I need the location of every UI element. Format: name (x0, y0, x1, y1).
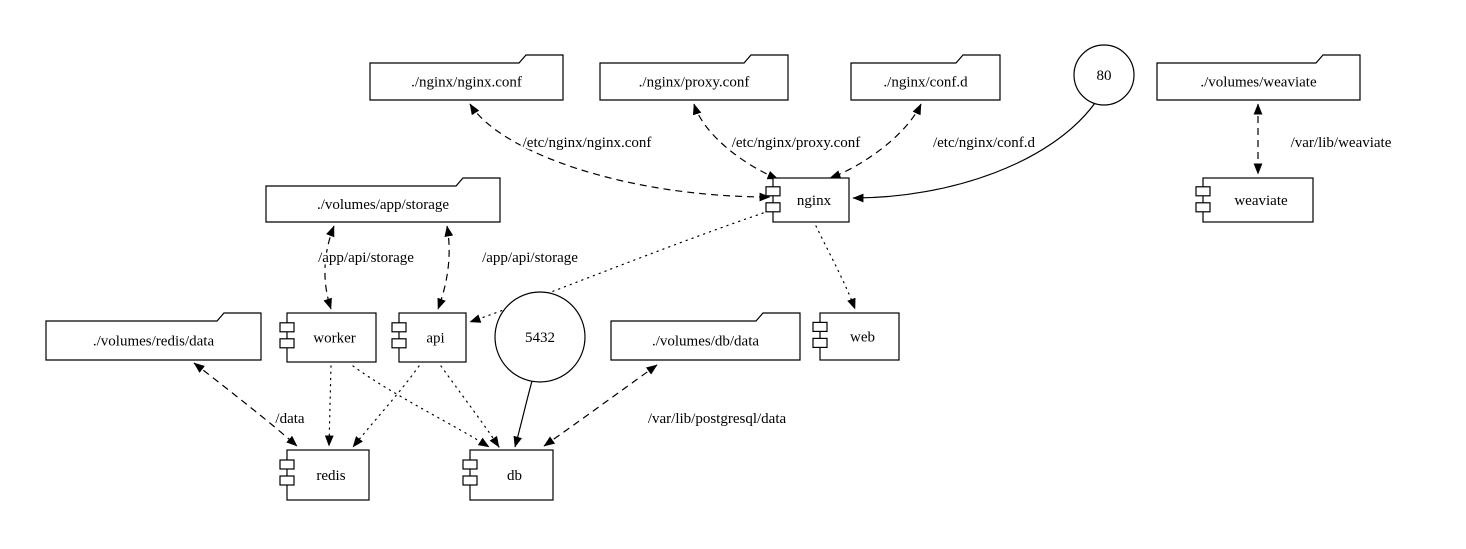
node-label-redis: redis (316, 468, 345, 484)
port-circle-shape (494, 291, 586, 383)
node-label-api: api (426, 331, 444, 347)
component-shape (772, 177, 850, 223)
folder-shape (850, 54, 1001, 101)
node-label-conf_d_dir: ./nginx/conf.d (883, 75, 968, 91)
edge-label-nginx-proxy_conf_file: /etc/nginx/proxy.conf (732, 135, 861, 151)
edge-nginx-conf_d_dir (829, 103, 922, 179)
edge-label-nginx-conf_d_dir: /etc/nginx/conf.d (933, 135, 1036, 151)
component-tab-icon (765, 186, 781, 197)
node-label-nginx_conf_file: ./nginx/nginx.conf (411, 75, 522, 91)
component-tab-icon (279, 338, 295, 349)
edge-nginx-web (815, 225, 856, 310)
component-shape (1202, 177, 1314, 223)
node-web: web (812, 312, 900, 361)
node-layer: ./nginx/nginx.conf ./nginx/proxy.conf ./ng… (45, 44, 1361, 501)
edge-label-layer: /etc/nginx/nginx.conf/etc/nginx/proxy.co… (273, 133, 1394, 430)
edge-nginx-api (469, 210, 770, 323)
component-tab-icon (279, 459, 295, 470)
node-port_5432: 5432 (494, 291, 586, 383)
node-label-volumes_app_storage: ./volumes/app/storage (317, 197, 449, 213)
node-label-db: db (507, 468, 522, 484)
node-label-worker: worker (313, 331, 355, 347)
node-label-port_5432: 5432 (525, 330, 555, 346)
component-tab-icon (391, 338, 407, 349)
component-shape (469, 449, 554, 501)
node-label-web: web (850, 330, 875, 346)
edge-port_5432-db (513, 380, 533, 448)
component-tab-icon (462, 475, 478, 486)
node-redis: redis (279, 449, 370, 501)
edge-worker-db (352, 365, 490, 448)
node-nginx: nginx (765, 177, 850, 223)
component-tab-icon (391, 322, 407, 333)
node-label-weaviate: weaviate (1234, 193, 1288, 209)
component-tab-icon (462, 459, 478, 470)
edge-label-worker-volumes_app_storage: /app/api/storage (318, 250, 414, 266)
component-shape (819, 312, 900, 361)
node-label-nginx: nginx (797, 193, 832, 209)
edge-label-api-volumes_app_storage: /app/api/storage (482, 250, 578, 266)
edge-nginx-nginx_conf_file (469, 103, 771, 202)
component-shape (286, 449, 370, 501)
node-volumes_db_data: ./volumes/db/data (610, 312, 801, 361)
component-tab-icon (812, 337, 828, 348)
node-label-port_80: 80 (1097, 68, 1112, 84)
folder-shape (265, 177, 501, 223)
node-label-volumes_db_data: ./volumes/db/data (652, 334, 759, 350)
node-port_80: 80 (1073, 44, 1135, 106)
edge-label-db-volumes_db_data: /var/lib/postgresql/data (648, 411, 787, 427)
folder-shape (610, 312, 801, 361)
node-label-proxy_conf_file: ./nginx/proxy.conf (639, 75, 750, 91)
node-db: db (462, 449, 554, 501)
node-nginx_conf_file: ./nginx/nginx.conf (369, 54, 564, 101)
edge-label-weaviate-volumes_weaviate: /var/lib/weaviate (1291, 135, 1392, 151)
component-shape (286, 312, 377, 363)
edge-api-db (440, 365, 500, 448)
node-worker: worker (279, 312, 377, 363)
folder-shape (369, 54, 564, 101)
node-volumes_redis_data: ./volumes/redis/data (45, 312, 262, 361)
folder-shape (1156, 54, 1361, 101)
edge-label-nginx-nginx_conf_file: /etc/nginx/nginx.conf (523, 135, 652, 151)
node-weaviate: weaviate (1195, 177, 1314, 223)
edge-db-volumes_db_data (543, 364, 658, 447)
edge-worker-redis (324, 365, 334, 447)
component-tab-icon (1195, 186, 1211, 197)
edge-label-redis-volumes_redis_data: /data (275, 411, 304, 427)
folder-shape (45, 312, 262, 361)
edge-redis-volumes_redis_data (193, 362, 298, 447)
edge-port_80-nginx (852, 102, 1096, 203)
component-tab-icon (812, 321, 828, 332)
component-shape (398, 312, 467, 363)
folder-shape (599, 54, 789, 101)
edge-api-redis (352, 365, 420, 448)
node-label-volumes_weaviate: ./volumes/weaviate (1200, 75, 1317, 91)
component-tab-icon (279, 322, 295, 333)
node-conf_d_dir: ./nginx/conf.d (850, 54, 1001, 101)
edge-worker-volumes_app_storage (323, 225, 335, 310)
edge-api-volumes_app_storage (437, 225, 454, 310)
node-label-volumes_redis_data: ./volumes/redis/data (93, 334, 215, 350)
component-tab-icon (279, 475, 295, 486)
component-tab-icon (1195, 202, 1211, 213)
port-circle-shape (1073, 44, 1135, 106)
node-proxy_conf_file: ./nginx/proxy.conf (599, 54, 789, 101)
node-api: api (391, 312, 467, 363)
edge-layer (193, 102, 1263, 448)
component-tab-icon (765, 202, 781, 213)
node-volumes_app_storage: ./volumes/app/storage (265, 177, 501, 223)
node-volumes_weaviate: ./volumes/weaviate (1156, 54, 1361, 101)
